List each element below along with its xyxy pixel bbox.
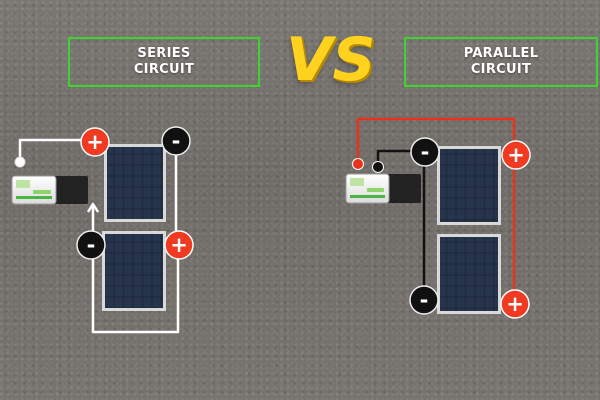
parallel-minus-label-bottom: - [420,288,429,312]
parallel-station-negative-terminal [372,161,384,173]
parallel-station-positive-terminal [352,158,364,170]
parallel-circuit-title: PARALLEL CIRCUIT [404,37,598,87]
series-station-terminal [14,156,26,168]
parallel-minus-label-top: - [421,140,430,164]
series-title-line1: SERIES [137,46,191,61]
series-solar-panel-bottom [102,231,166,311]
parallel-negative-wire [376,149,426,300]
parallel-plus-label-bottom: + [506,292,524,316]
parallel-title-line1: PARALLEL [463,46,539,61]
parallel-terminal-bottom-negative: - [409,285,439,315]
series-plus-label-top: + [86,130,104,154]
series-terminal-top-negative: - [161,126,191,156]
series-circuit: + - - + [11,126,194,334]
series-solar-panel-top [104,144,166,222]
parallel-circuit: - + - + [345,117,531,319]
parallel-solar-panel-bottom [437,234,501,314]
parallel-terminal-top-negative: - [410,137,440,167]
series-power-station [11,175,88,205]
parallel-positive-wire [356,117,516,304]
parallel-power-station [345,173,421,204]
series-terminal-bottom-negative: - [76,230,106,260]
parallel-title-line2: CIRCUIT [470,62,532,77]
vs-label: VS [286,25,376,95]
parallel-solar-panel-top [437,146,501,225]
series-title-line2: CIRCUIT [133,62,195,77]
parallel-terminal-top-positive: + [501,140,531,170]
series-wires [18,138,180,334]
series-circuit-title: SERIES CIRCUIT [68,37,260,87]
series-terminal-top-positive: + [80,127,110,157]
series-minus-label-bottom: - [87,233,96,257]
parallel-wires [356,117,516,304]
series-minus-label-top: - [172,129,181,153]
series-return-wire [91,206,180,334]
series-plus-label-bottom: + [170,233,188,257]
parallel-terminal-bottom-positive: + [500,289,530,319]
series-return-arrow [86,202,100,213]
series-terminal-bottom-positive: + [164,230,194,260]
series-positive-wire [18,138,94,161]
parallel-plus-label-top: + [507,143,525,167]
